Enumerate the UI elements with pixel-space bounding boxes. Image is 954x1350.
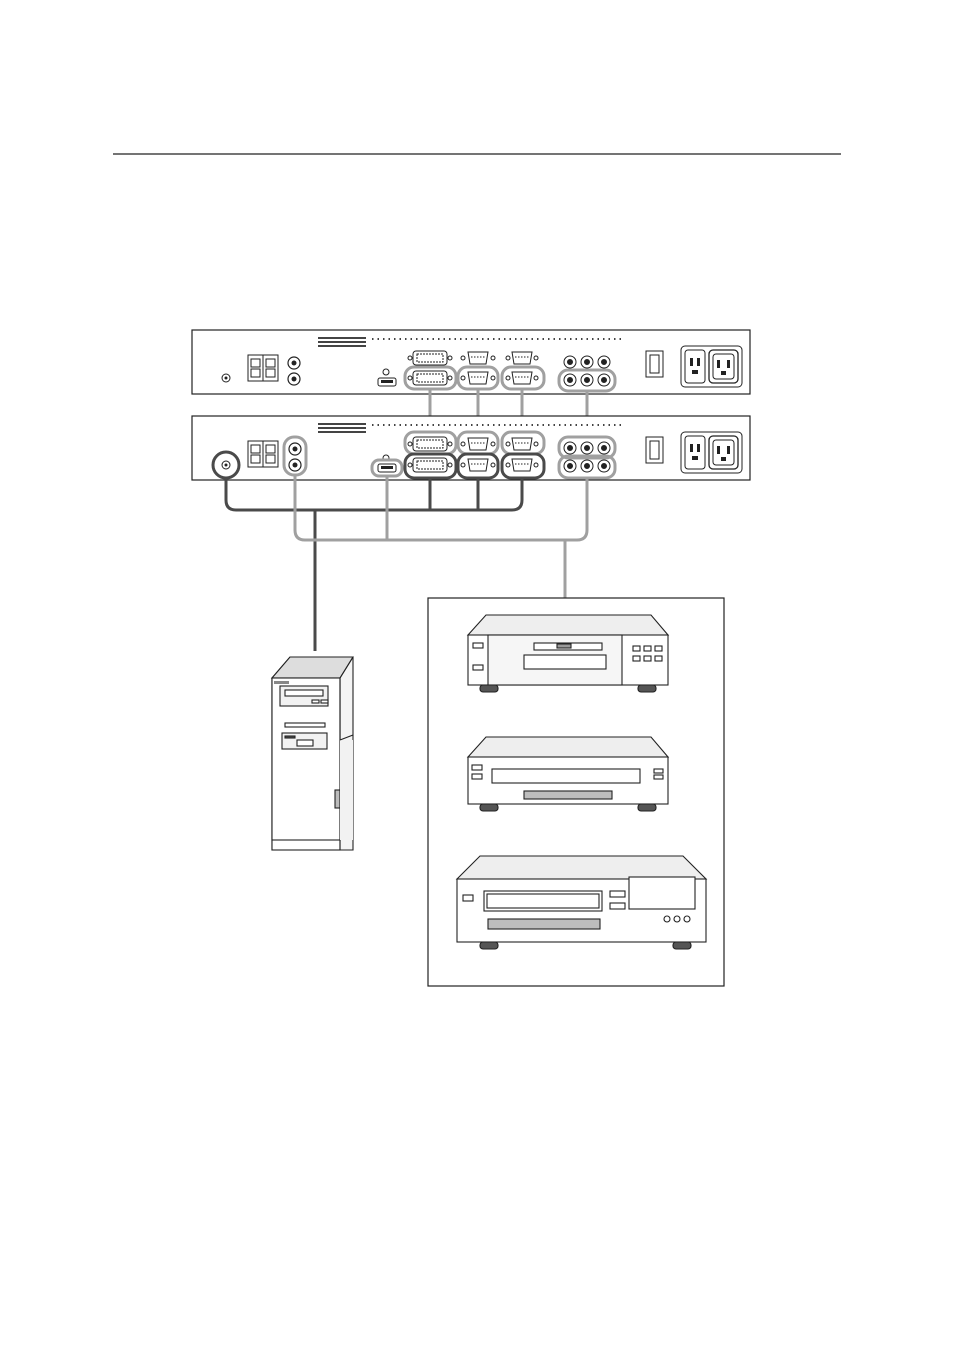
vent-grille (318, 337, 366, 347)
power-inlet (681, 346, 742, 387)
power-inlet (681, 432, 742, 473)
pc-tower-icon (272, 657, 353, 850)
av-cable (295, 475, 587, 598)
lower-unit-panel (192, 416, 750, 480)
speaker-terminal (248, 441, 278, 467)
upper-unit-panel (192, 330, 750, 394)
speaker-terminal (248, 355, 278, 381)
power-switch (646, 351, 663, 377)
av-receiver-icon (457, 856, 706, 949)
bnc-port (559, 437, 615, 478)
dvd-player-icon (468, 615, 668, 692)
vcr-icon (468, 737, 668, 811)
power-switch (646, 437, 663, 463)
